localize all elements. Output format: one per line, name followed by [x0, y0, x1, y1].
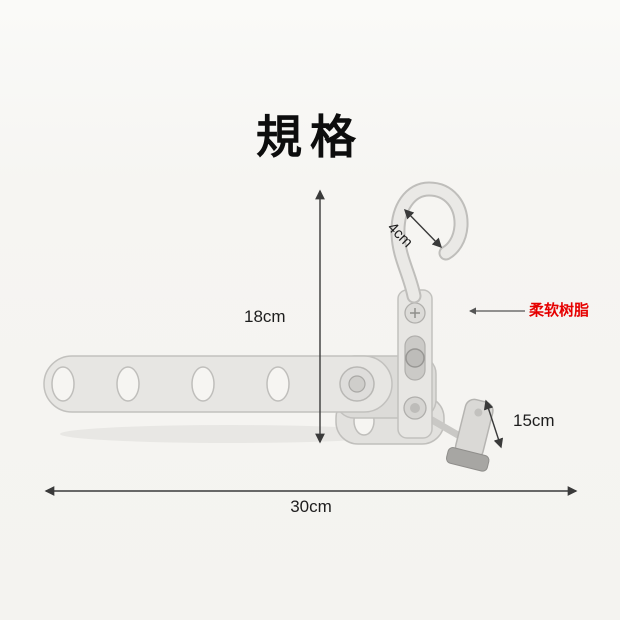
dimension-arrows [44, 189, 578, 496]
length-dimension-label: 30cm [290, 497, 332, 516]
product-shadow [60, 425, 400, 443]
side-dimension-label: 15cm [513, 411, 555, 430]
material-annotation: 柔软树脂 [529, 302, 590, 319]
page-title: 規格 [256, 111, 364, 163]
arm-hole [116, 366, 140, 402]
arm-hole [51, 366, 75, 402]
lock-knob [405, 348, 425, 368]
arm-hole [191, 366, 215, 402]
height-dimension-label: 18cm [244, 307, 286, 326]
hanger-hook [390, 181, 469, 304]
swivel-body [397, 289, 433, 439]
hanger-arm [43, 355, 393, 413]
arm-hole [266, 366, 290, 402]
hook-dimension-arrow [403, 208, 443, 249]
side-dimension-arrow [483, 399, 504, 449]
